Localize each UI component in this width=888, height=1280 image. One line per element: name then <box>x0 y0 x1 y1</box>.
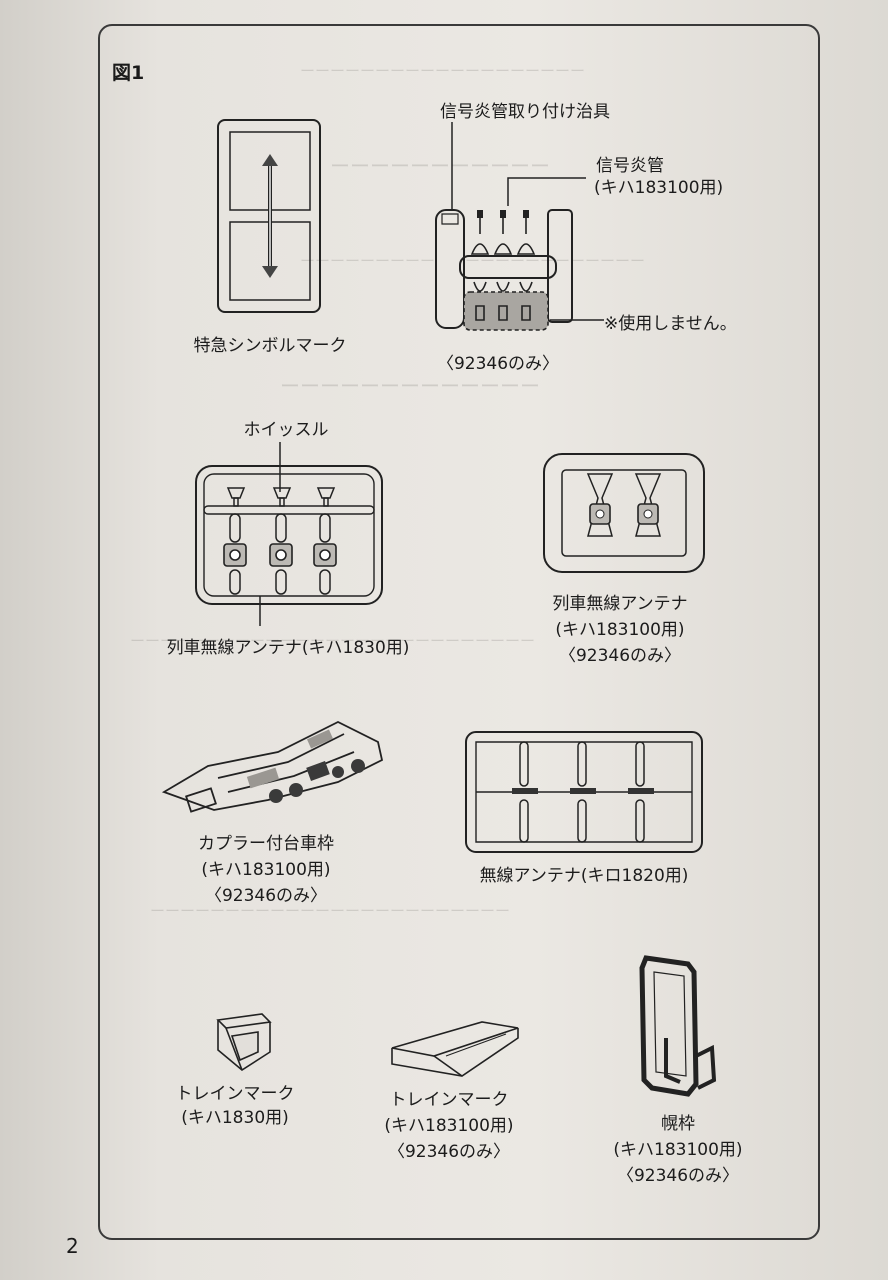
show-through-text: ーーーーーーーーーーーーーーーーーーーーーーーー <box>150 902 511 920</box>
antenna-kiha183100-label-3: 〈92346のみ〉 <box>558 646 682 666</box>
signal-tube-label-2: (キハ183100用) <box>594 178 724 198</box>
figure-frame <box>98 24 820 1240</box>
antenna-kiro1820-label: 無線アンテナ(キロ1820用) <box>479 866 689 886</box>
antenna-kiha183100-label-2: (キハ183100用) <box>555 620 685 640</box>
bogie-frame-label-1: カプラー付台車枠 <box>198 834 334 854</box>
symbol-mark-illustration <box>210 118 322 314</box>
trainmark-kiha183100-label-3: 〈92346のみ〉 <box>387 1142 511 1162</box>
bogie-frame-label-3: 〈92346のみ〉 <box>204 886 328 906</box>
bogie-frame-label-2: (キハ183100用) <box>201 860 331 880</box>
trainmark-kiha183100-label-1: トレインマーク <box>389 1090 509 1110</box>
radio-antenna-illustration <box>464 730 704 854</box>
signal-jig-illustration <box>430 110 610 350</box>
show-through-text: ーーーーーーーーーーーーー <box>280 374 540 398</box>
hood-frame-illustration <box>636 952 720 1102</box>
signal-jig-label: 信号炎管取り付け治具 <box>440 102 610 122</box>
bogie-frame-illustration <box>158 712 390 822</box>
page-number: 2 <box>66 1234 79 1258</box>
show-through-text: ーーーーーーーーーーーーーーーーーーーーーーー <box>300 252 646 270</box>
trainmark-small-illustration <box>212 1010 276 1074</box>
show-through-text: ーーーーーーーーーーー <box>330 154 550 178</box>
signal-tube-label-1: 信号炎管 <box>596 156 664 176</box>
antenna-kiha183100-label-1: 列車無線アンテナ <box>552 594 688 614</box>
whistle-antenna-illustration <box>194 436 384 636</box>
not-used-label: ※使用しません。 <box>604 314 737 334</box>
antenna-kiha1830-label: 列車無線アンテナ(キハ1830用) <box>166 638 410 658</box>
train-radio-antenna-illustration <box>542 452 706 574</box>
trainmark-kiha183100-label-2: (キハ183100用) <box>384 1116 514 1136</box>
figure-title: 図1 <box>112 62 145 84</box>
only-92346-label: 〈92346のみ〉 <box>436 354 560 374</box>
show-through-text: ーーーーーーーーーーーーーーーーーーー <box>300 62 586 80</box>
trainmark-long-illustration <box>386 1016 522 1080</box>
hood-frame-label-1: 幌枠 <box>661 1114 695 1134</box>
symbol-mark-label: 特急シンボルマーク <box>193 336 347 356</box>
show-through-text: ーーーーーーーーーーーーーーーーーーーーーーーーーーー <box>130 632 536 650</box>
hood-frame-label-3: 〈92346のみ〉 <box>616 1166 740 1186</box>
hood-frame-label-2: (キハ183100用) <box>613 1140 743 1160</box>
trainmark-kiha1830-label-1: トレインマーク <box>175 1084 295 1104</box>
whistle-label: ホイッスル <box>243 420 329 440</box>
trainmark-kiha1830-label-2: (キハ1830用) <box>181 1108 289 1128</box>
